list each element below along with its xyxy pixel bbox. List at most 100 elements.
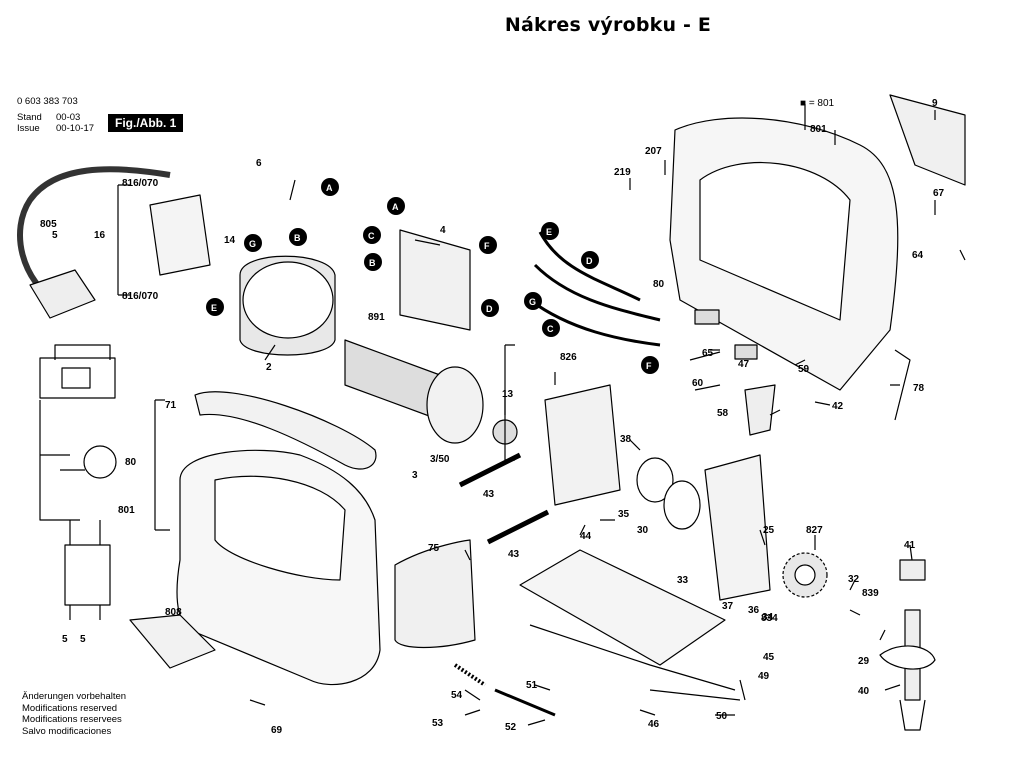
callout-marker [481,299,499,317]
callout-label: D [586,256,593,266]
callout-label: C [547,324,554,334]
armature [344,339,441,421]
part-label: 25 [763,525,775,536]
part-label: 30 [637,525,649,536]
leader-lines [249,104,966,726]
callout-marker [479,236,497,254]
roller-support [744,384,776,436]
part-label: 827 [806,525,823,536]
part-label: 33 [677,575,689,586]
part-label: 34 [762,612,774,623]
part-label: 65 [702,348,714,359]
part-label: 80 [125,457,137,468]
part-label: 67 [933,188,945,199]
part-label: 219 [614,167,631,178]
part-label: 4 [440,225,446,236]
part-label: 78 [913,383,925,394]
modification-notes: Änderungen vorbehalten Modifications res… [22,691,126,737]
part-label: 58 [717,408,729,419]
guide-rod-78 [894,349,911,421]
part-label: 891 [368,312,385,323]
callout-label: F [646,361,652,371]
callout-label: E [211,303,217,313]
callout-label: D [486,304,493,314]
figure-label: Fig./Abb. 1 [108,114,184,132]
part-label: 41 [904,540,916,551]
callout-label: G [249,239,256,249]
callout-marker [364,253,382,271]
issue-label: Issue [17,123,40,134]
part-label: 834 [761,613,778,624]
switch-holder [149,194,211,276]
callout-label: B [369,258,376,268]
part-label: 9 [932,98,938,109]
callout-marker [542,319,560,337]
part-label: 53 [432,718,444,729]
callout-label: F [484,241,490,251]
clamp-block [899,559,926,581]
callout-marker [244,234,262,252]
note-line: Salvo modificaciones [22,725,112,737]
callout-marker [581,251,599,269]
callout-marker [206,298,224,316]
part-label: 16 [94,230,106,241]
part-label: 5 [62,634,68,645]
part-label: 32 [848,574,860,585]
cable-harness [529,231,661,347]
part-label: 60 [692,378,704,389]
part-label: 47 [738,359,750,370]
stand-date: 00-03 [56,112,81,123]
part-label: 2 [266,362,272,373]
guide-rod [458,452,550,545]
part-label: 3/50 [430,454,450,465]
issue-date: 00-10-17 [56,123,95,134]
part-label: 801 [118,505,135,516]
callout-marker [289,228,307,246]
note-line: Änderungen vorbehalten [22,691,127,702]
part-label: 6 [256,158,262,169]
part-number-labels: 2 3 3/50 4 5 5 5 6 9 13 14 16 25 29 30 3… [40,98,945,736]
part-label: 826 [560,352,577,363]
part-label: 59 [798,364,810,375]
callout-marker [321,178,339,196]
part-label: 35 [618,509,630,520]
power-cord [17,166,171,308]
part-label: 69 [271,725,283,736]
part-label: 14 [224,235,236,246]
part-label: 805 [40,219,57,230]
part-label: 37 [722,601,734,612]
legend-square: ■ = 801 [800,98,835,109]
part-label: 808 [165,607,182,618]
stroke-carrier [544,384,621,506]
part-label: 5 [80,634,86,645]
part-label: 816/070 [122,178,159,189]
brush-holder [399,229,471,331]
part-label: 45 [763,652,775,663]
part-label: 13 [502,389,514,400]
part-label: 49 [758,671,770,682]
part-label: 54 [451,690,463,701]
cover-plate-808 [129,614,216,669]
part-label: 29 [858,656,870,667]
part-label: 36 [748,605,760,616]
plunger-plate [704,454,771,601]
part-label: 839 [862,588,879,599]
callout-label: C [368,231,375,241]
part-label: 43 [483,489,495,500]
callout-label: A [326,183,333,193]
callout-label: B [294,233,301,243]
blade-guard [889,94,966,186]
part-label: 816/070 [122,291,159,302]
base-plate [519,549,726,666]
part-label: 3 [412,470,418,481]
callout-marker [641,356,659,374]
part-label: 71 [165,400,177,411]
part-label: 42 [832,401,844,412]
part-label: 38 [620,434,632,445]
handle-cover [194,391,377,470]
part-label: 75 [428,543,440,554]
part-label: 44 [580,531,592,542]
note-line: Modifications reserved [22,702,118,714]
part-label: 80 [653,279,665,290]
